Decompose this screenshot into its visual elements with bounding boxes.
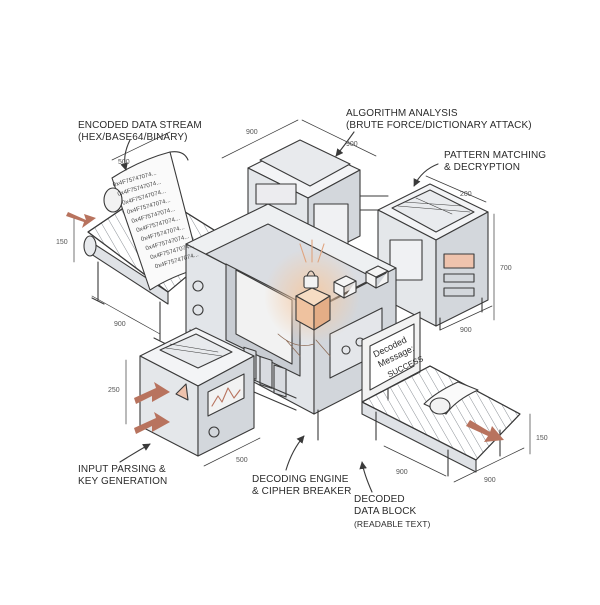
label-algorithm: ALGORITHM ANALYSIS (BRUTE FORCE/DICTIONA…: [346, 108, 532, 132]
cipher-core: [264, 239, 389, 357]
input-arrow-b: [134, 412, 170, 434]
label-decoded-line3: (READABLE TEXT): [354, 519, 431, 529]
encoded-scroll: [103, 151, 201, 291]
input-module: [139, 327, 297, 457]
label-pattern-line2: & DECRYPTION: [444, 162, 521, 173]
label-encoded-stream: ENCODED DATA STREAM (HEX/BASE64/BINARY): [78, 120, 202, 144]
input-arrow-a: [134, 382, 170, 404]
label-decoded: DECODED DATA BLOCK (READABLE TEXT): [354, 494, 430, 530]
dim-scroll-width: 500: [118, 159, 130, 166]
dim-pattern-height: 700: [500, 265, 512, 272]
label-encoded-stream-line1: ENCODED DATA STREAM: [78, 120, 202, 131]
input-arrow-stream: [66, 212, 96, 228]
dim-input-height: 250: [108, 387, 120, 394]
label-decoded-line1: DECODED: [354, 494, 405, 505]
label-engine-line2: & CIPHER BREAKER: [252, 486, 352, 497]
dim-out-width: 900: [396, 469, 408, 476]
dim-pattern-width: 200: [460, 191, 472, 198]
label-pattern-line1: PATTERN MATCHING: [444, 150, 547, 161]
dim-input-width: 500: [236, 457, 248, 464]
label-input-line2: KEY GENERATION: [78, 476, 168, 487]
dim-out-depth: 900: [484, 477, 496, 484]
leader-arrows: [119, 131, 439, 493]
label-decoded-line2: DATA BLOCK: [354, 506, 417, 517]
label-algorithm-line2: (BRUTE FORCE/DICTIONARY ATTACK): [346, 120, 532, 131]
dim-out-height: 150: [536, 435, 548, 442]
label-algorithm-line1: ALGORITHM ANALYSIS: [346, 108, 458, 119]
label-encoded-stream-line2: (HEX/BASE64/BINARY): [78, 132, 188, 143]
label-input: INPUT PARSING & KEY GENERATION: [78, 464, 167, 488]
label-engine-line1: DECODING ENGINE: [252, 474, 349, 485]
label-input-line1: INPUT PARSING &: [78, 464, 166, 475]
label-engine: DECODING ENGINE & CIPHER BREAKER: [252, 474, 351, 498]
flow-arrows: [66, 212, 504, 442]
output-conveyor: [361, 365, 521, 477]
dimension-values: 900 900 500 150 900 200 700 900 250 500 …: [56, 129, 548, 484]
output-arrow: [466, 420, 504, 442]
dimension-lines: [73, 119, 531, 483]
dim-pattern-depth: 900: [460, 327, 472, 334]
dim-top-right: 900: [346, 141, 358, 148]
dim-conveyor-left: 900: [114, 321, 126, 328]
dim-scroll-height: 150: [56, 239, 68, 246]
label-pattern: PATTERN MATCHING & DECRYPTION: [444, 150, 546, 174]
dim-top-left: 900: [246, 129, 258, 136]
